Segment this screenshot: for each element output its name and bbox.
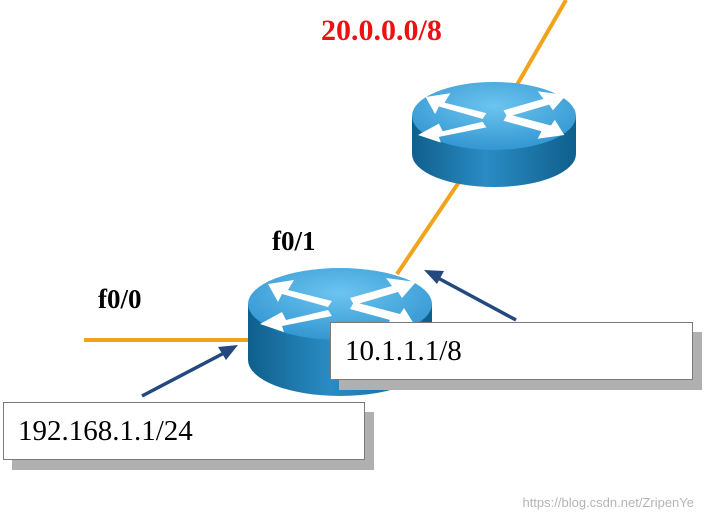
- ip-callout-f00: 192.168.1.1/24: [3, 402, 365, 460]
- interface-label-f01: f0/1: [272, 226, 316, 256]
- interface-label-f00: f0/0: [98, 284, 142, 314]
- ip-address-f00: 192.168.1.1/24: [18, 414, 193, 447]
- watermark: https://blog.csdn.net/ZripenYe: [522, 495, 694, 510]
- router-upper-icon: [412, 82, 576, 187]
- arrow-to-f01: [424, 270, 517, 322]
- network-label: 20.0.0.0/8: [321, 14, 442, 47]
- ip-address-f01: 10.1.1.1/8: [345, 334, 462, 367]
- link-between-routers: [395, 180, 461, 276]
- ip-callout-f01: 10.1.1.1/8: [330, 322, 693, 380]
- arrow-to-f00: [141, 345, 238, 398]
- link-to-20-network: [512, 0, 568, 92]
